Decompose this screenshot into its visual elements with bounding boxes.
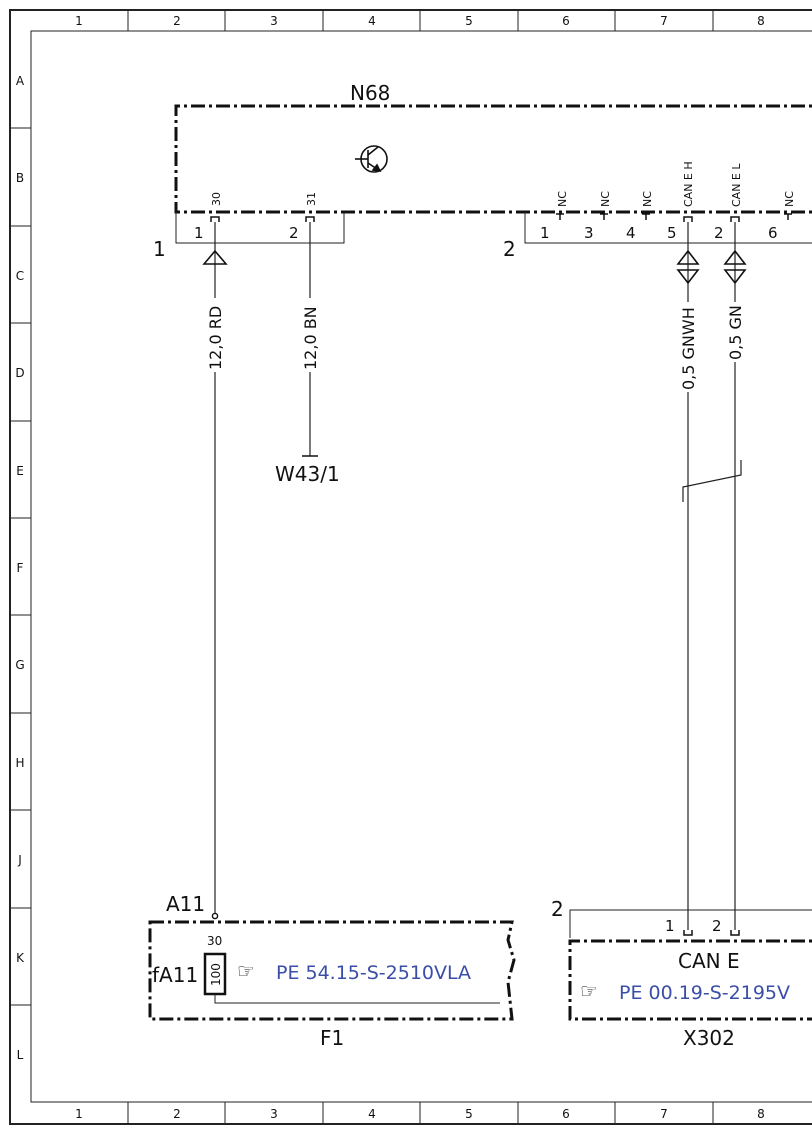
col-label: 8: [757, 1107, 765, 1121]
row-label: F: [17, 561, 24, 575]
pin-number: 1: [665, 917, 675, 935]
column-dividers: [127, 10, 714, 1124]
connector-2-label: 2: [503, 237, 516, 261]
connector-2-housing: [524, 212, 812, 244]
row-label: J: [17, 853, 22, 867]
pin-number: 5: [667, 224, 677, 242]
transistor-icon: [355, 145, 388, 173]
col-label: 3: [270, 14, 278, 28]
row-label: E: [16, 464, 24, 478]
component-f1-label: F1: [320, 1026, 344, 1050]
pin-number: 2: [712, 917, 722, 935]
fuse-reference-link[interactable]: PE 54.15-S-2510VLA: [276, 962, 471, 984]
component-n68-box: [174, 104, 812, 214]
col-label: 4: [368, 1107, 376, 1121]
pin-number: 2: [714, 224, 724, 242]
fuse-name: fA11: [152, 963, 198, 987]
col-label: 7: [660, 14, 668, 28]
can-connector-housing: [569, 909, 812, 938]
wire-05-gn: [723, 222, 747, 930]
fuse-bus-line: [214, 994, 500, 1004]
pin-tag: NC: [641, 191, 654, 207]
row-labels: A B C D E F G H J K L: [15, 74, 25, 1062]
col-label: 5: [465, 14, 473, 28]
col-label: 1: [75, 14, 83, 28]
pin-tag: NC: [599, 191, 612, 207]
row-label: D: [15, 366, 24, 380]
pin-number: 4: [626, 224, 636, 242]
pin-terminal: [683, 930, 740, 936]
pin-tag: 31: [305, 192, 318, 206]
row-label: A: [16, 74, 25, 88]
col-label: 5: [465, 1107, 473, 1121]
connector-1-housing: [175, 212, 345, 244]
pin-tag: 30: [210, 192, 223, 206]
pin-number: 1: [540, 224, 550, 242]
pin-number: 3: [584, 224, 594, 242]
row-dividers: [10, 127, 31, 1006]
bidirectional-arrow-icon: [723, 249, 747, 285]
pin-terminal: [556, 213, 792, 222]
col-label: 2: [173, 1107, 181, 1121]
wire-label: 12,0 BN: [301, 306, 320, 370]
can-title: CAN E: [678, 949, 740, 973]
row-label: L: [17, 1048, 24, 1062]
fuse-pin-tag: 30: [207, 934, 222, 948]
col-label: 3: [270, 1107, 278, 1121]
row-label: H: [15, 756, 24, 770]
pin-terminal: [210, 216, 315, 222]
row-label: G: [15, 658, 24, 672]
connector-1-label: 1: [153, 237, 166, 261]
connector-label: 2: [551, 897, 564, 921]
component-x302-label: X302: [683, 1026, 735, 1050]
ground-label: W43/1: [275, 462, 340, 486]
pointing-hand-icon: ☞: [580, 979, 598, 1003]
col-label: 1: [75, 1107, 83, 1121]
bidirectional-arrow-icon: [676, 249, 700, 285]
col-label: 4: [368, 14, 376, 28]
row-label: C: [16, 269, 24, 283]
junction-node: [211, 912, 219, 920]
pin-tag: CAN E L: [730, 163, 743, 207]
pin-tag: NC: [783, 191, 796, 207]
can-reference-link[interactable]: PE 00.19-S-2195V: [619, 982, 790, 1004]
pointing-hand-icon: ☞: [237, 959, 255, 983]
pin-number: 2: [289, 224, 299, 242]
fuse-rating: 100: [209, 963, 223, 986]
connector-arrow-icon: [202, 249, 228, 265]
wire-12-bn: [302, 222, 318, 457]
col-label: 8: [757, 14, 765, 28]
wire-label: 0,5 GNWH: [679, 307, 698, 390]
twisted-pair-marker: [682, 460, 742, 502]
col-label: 6: [562, 1107, 570, 1121]
wire-12-rd: [202, 222, 228, 914]
can-box-x302: [568, 939, 812, 1021]
pin-tag: NC: [556, 191, 569, 207]
row-label: B: [16, 171, 24, 185]
pin-number: 6: [768, 224, 778, 242]
fuse-box-f1: [148, 920, 516, 1021]
inner-frame: [30, 30, 812, 1103]
pin-tag: CAN E H: [682, 161, 695, 207]
wire-05-gnwh: [676, 222, 700, 930]
col-label: 7: [660, 1107, 668, 1121]
col-label: 6: [562, 14, 570, 28]
column-labels-top: 1 2 3 4 5 6 7 8: [75, 14, 765, 28]
component-n68-label: N68: [350, 81, 390, 105]
column-labels-bottom: 1 2 3 4 5 6 7 8: [75, 1107, 765, 1121]
wire-label: 12,0 RD: [206, 306, 225, 370]
wire-label: 0,5 GN: [726, 305, 745, 360]
col-label: 2: [173, 14, 181, 28]
row-label: K: [16, 951, 25, 965]
node-a11-label: A11: [166, 892, 205, 916]
pin-number: 1: [194, 224, 204, 242]
